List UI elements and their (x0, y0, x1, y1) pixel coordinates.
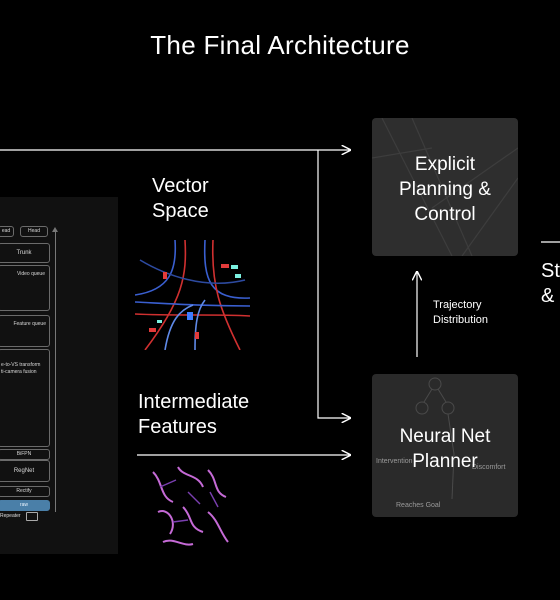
head-block-left: ead (0, 226, 14, 237)
backbone-flow-arrow (52, 227, 58, 232)
explicit-line2: Planning & (399, 179, 491, 200)
video-queue-label: Video queue (17, 271, 45, 277)
faint-label-intervention: Intervention (376, 458, 413, 465)
faint-label-reaches-goal: Reaches Goal (396, 502, 441, 509)
explicit-line3: Control (414, 204, 476, 225)
trunk-block: Trunk (0, 243, 50, 263)
trajectory-line1: Trajectory (433, 299, 482, 311)
planner-tree-background (415, 377, 455, 500)
regnet-block: RegNet (0, 460, 50, 482)
repeater-label: Repeater (0, 513, 21, 519)
intermediate-features-line1: Intermediate (138, 391, 250, 413)
bifpn-block: BiFPN (0, 449, 50, 460)
nn-line2: Planner (412, 451, 478, 472)
explicit-planning-title: Explicit Planning & Control (372, 152, 518, 227)
camera-icon (26, 512, 38, 521)
vector-space-line1: Vector (152, 175, 209, 197)
raw-block: raw (0, 500, 50, 511)
trajectory-line2: Distribution (433, 314, 489, 326)
head-block-right: Head (20, 226, 48, 237)
faint-label-discomfort: Discomfort (472, 464, 506, 471)
vector-space-map-image (135, 240, 250, 350)
neural-net-planner-title: Neural Net Planner (372, 424, 518, 474)
vector-space-label: Vector Space (152, 174, 262, 224)
transform-block: e-to-VS transform ti-camera fusion (0, 349, 50, 447)
output-line1: St (541, 260, 560, 282)
feature-queue-block: Feature queue (0, 315, 50, 347)
slide-title: The Final Architecture (150, 30, 410, 60)
backbone-flow-line (55, 229, 56, 512)
rectify-block: Rectify (0, 486, 50, 497)
explicit-planning-control-box: Explicit Planning & Control (372, 118, 518, 256)
intermediate-features-line2: Features (138, 416, 217, 438)
intermediate-features-image (152, 466, 229, 546)
vector-space-line2: Space (152, 200, 209, 222)
road-background-image (372, 118, 518, 256)
arrow-branch-to-planner (317, 150, 350, 418)
neural-net-planner-box: Intervention Discomfort Reaches Goal Neu… (372, 374, 518, 517)
intermediate-features-label: Intermediate Features (138, 390, 298, 440)
trajectory-distribution-label: Trajectory Distribution (433, 298, 488, 328)
output-line2: & (541, 285, 555, 307)
video-queue-block: Video queue (0, 265, 50, 311)
backbone-network-diagram: ead Head Trunk Video queue Feature queue… (0, 197, 118, 554)
transform-label-1: e-to-VS transform (1, 362, 41, 368)
feature-queue-label: Feature queue (13, 321, 46, 327)
nn-line1: Neural Net (399, 426, 491, 447)
explicit-line1: Explicit (414, 154, 476, 175)
output-label-cropped: St & (541, 259, 560, 309)
transform-label-2: ti-camera fusion (1, 369, 37, 375)
